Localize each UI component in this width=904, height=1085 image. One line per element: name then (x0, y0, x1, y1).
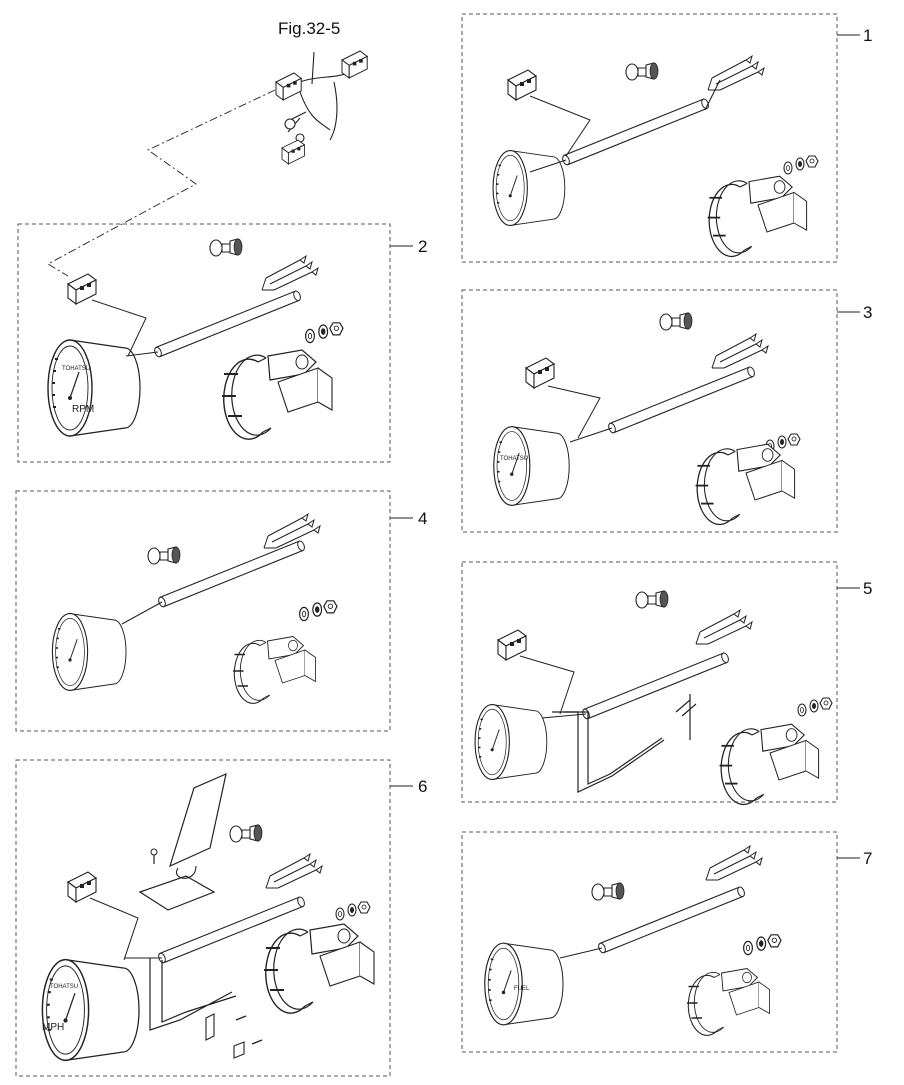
callout-4: 4 (418, 509, 428, 528)
harness-fig-32-5 (47, 50, 368, 277)
gauge-unit-text: RPM (72, 404, 94, 415)
callout-2: 2 (418, 237, 428, 256)
panel-6: TOHATSU MPH (15, 759, 413, 1077)
callout-1: 1 (863, 26, 873, 45)
gauge-unit-text: FUEL (514, 986, 530, 992)
gauge-unit-text: MPH (42, 1022, 64, 1033)
callout-7: 7 (863, 849, 873, 868)
panel-4 (15, 490, 413, 732)
callout-6: 6 (418, 777, 428, 796)
gauge-brand-text: TOHATSU (62, 366, 90, 372)
panel-7: FUEL (461, 831, 860, 1053)
panel-3: TOHATSU (461, 289, 860, 533)
figure-reference-label: Fig.32-5 (278, 19, 341, 38)
panel-5 (461, 561, 860, 806)
callout-5: 5 (863, 579, 873, 598)
gauge-brand-text: TOHATSU (50, 984, 78, 990)
panel-1 (461, 13, 860, 263)
callout-3: 3 (863, 303, 873, 322)
panel-2: TOHATSU RPM (17, 223, 413, 463)
gauge-brand-text: TOHATSU (500, 456, 528, 462)
